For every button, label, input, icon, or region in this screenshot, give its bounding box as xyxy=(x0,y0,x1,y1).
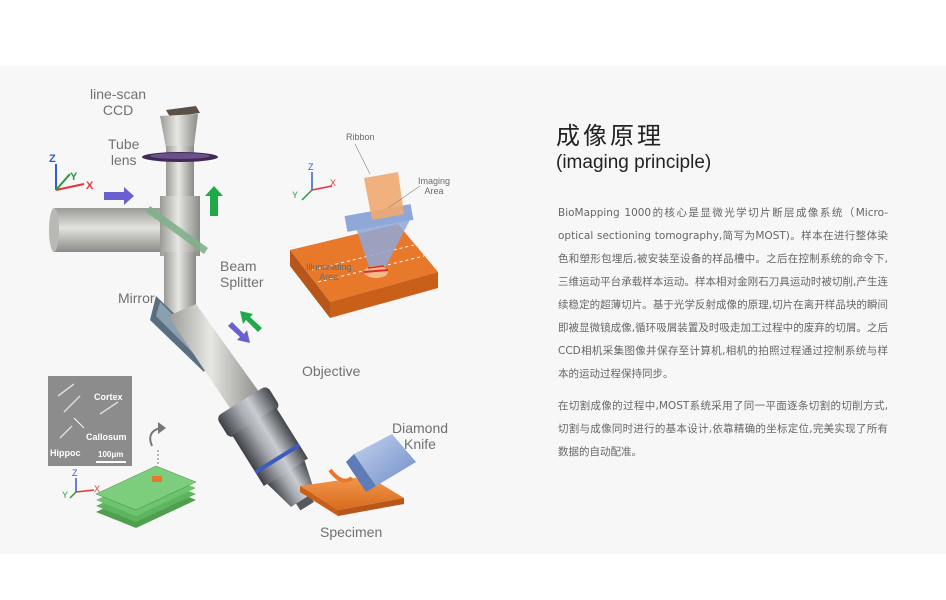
description-paragraph-2: 在切割成像的过程中,MOST系统采用了同一平面逐条切割的切削方式,切割与成像同时… xyxy=(558,400,888,458)
page-title: 成像原理 xyxy=(556,122,664,150)
micrograph-image xyxy=(48,376,132,466)
imaging-area-label: Imaging Area xyxy=(418,176,451,196)
section-stack xyxy=(95,465,197,528)
down-light-arrow-icon xyxy=(228,322,250,343)
ribbon-label: Ribbon xyxy=(346,132,375,142)
stack-axis-z-label: Z xyxy=(72,468,78,478)
description-paragraph-1: BioMapping 1000的核心是显微光学切片断层成像系统（Micro-op… xyxy=(558,207,888,380)
ccd-label: line-scan CCD xyxy=(90,86,147,118)
illuminating-area-label: Illuminating Area xyxy=(306,262,352,282)
beam-splitter-label: Beam Splitter xyxy=(220,258,264,290)
inset-axis-z-label: Z xyxy=(308,162,314,172)
scale-bar-label: 100μm xyxy=(98,450,124,459)
axis-y-label: Y xyxy=(70,171,78,183)
cutting-inset xyxy=(290,143,438,318)
axis-z-label: Z xyxy=(49,153,56,165)
axis-x-label: X xyxy=(86,180,94,192)
incoming-light-arrow-icon xyxy=(104,187,134,205)
beam-splitter-plate xyxy=(146,206,208,254)
callosum-label: Callosum xyxy=(86,432,127,442)
cortex-label: Cortex xyxy=(94,392,123,402)
section-ribbon xyxy=(328,468,354,483)
optical-path-drawing xyxy=(48,106,438,528)
stack-axis-y-label: Y xyxy=(62,490,69,500)
specimen-label: Specimen xyxy=(320,524,383,540)
imaging-diagram: line-scan CCD Tube lens Beam Splitter Mi… xyxy=(0,66,540,554)
diagonal-tube xyxy=(168,304,262,414)
page-subtitle: (imaging principle) xyxy=(556,152,712,173)
objective-lens xyxy=(218,387,315,511)
ccd-adapter xyxy=(160,114,198,148)
hippoc-label: Hippoc xyxy=(50,448,81,458)
flip-arrow-icon xyxy=(149,427,161,447)
tube-lens-label: Tube lens xyxy=(108,136,140,168)
stack-axis-x-label: X xyxy=(94,484,101,494)
axes-icon-main xyxy=(55,164,85,191)
outgoing-light-arrow-icon xyxy=(205,186,223,216)
axes-icon-stack xyxy=(69,478,95,499)
ccd-sensor xyxy=(166,106,200,117)
objective-label: Objective xyxy=(302,363,361,379)
inset-axis-y-label: Y xyxy=(292,190,299,200)
inset-axis-x-label: X xyxy=(330,178,337,188)
illumination-tube xyxy=(54,208,168,252)
diamond-knife xyxy=(354,434,416,486)
mirror-label: Mirror xyxy=(118,290,155,306)
up-light-arrow-icon xyxy=(240,311,262,332)
diamond-knife-label: Diamond Knife xyxy=(392,420,449,452)
